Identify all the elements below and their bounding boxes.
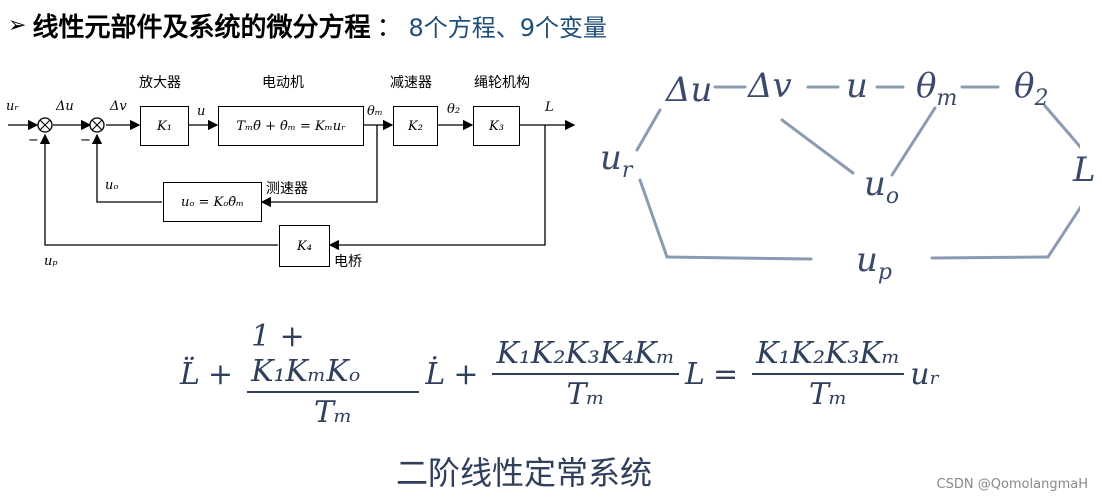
eq-equals: =	[712, 356, 739, 392]
eq-fraction-2: K₁K₂K₃K₄Kₘ Tₘ	[492, 336, 680, 412]
caption-tacho: 测速器	[266, 181, 308, 197]
eq-plus-2: +	[453, 356, 479, 392]
eq-term-ur: uᵣ	[910, 356, 940, 392]
eq-frac2-numerator: K₁K₂K₃K₄Kₘ	[492, 336, 680, 375]
block-k3: K₃	[473, 106, 520, 146]
eq-term-L-dot: L̇	[425, 356, 446, 392]
block-k4: K₄	[279, 225, 330, 267]
minus-sign-2: −	[80, 133, 91, 148]
signal-theta-m: θₘ	[367, 104, 383, 119]
signal-up: uₚ	[44, 254, 58, 269]
minus-sign-1: −	[28, 133, 39, 148]
signal-L: L	[545, 100, 554, 115]
page-title: ➢ 线性元部件及系统的微分方程 ： 8个方程、9个变量	[8, 8, 608, 43]
graph-node-u: u	[846, 66, 868, 106]
watermark: CSDN @QomolangmaH	[936, 477, 1088, 492]
block-k1: K₁	[140, 106, 189, 146]
block-motor: Tₘθ̈ + θ̇ₘ = Kₘuᵣ	[218, 106, 364, 146]
footer-caption: 二阶线性定常系统	[396, 454, 653, 492]
graph-node-theta-m: θm	[916, 66, 958, 111]
graph-node-ur: ur	[600, 138, 633, 183]
eq-frac3-denominator: Tₘ	[808, 377, 848, 412]
header-motor: 电动机	[262, 75, 304, 91]
eq-fraction-1: 1 + K₁KₘKₒ Tₘ	[247, 319, 420, 430]
graph-node-du: Δu	[666, 70, 713, 110]
header-amplifier: 放大器	[139, 75, 181, 91]
eq-frac3-numerator: K₁K₂K₃Kₘ	[752, 336, 905, 375]
block-tacho: uₒ = Kₒθ̇ₘ	[163, 182, 262, 222]
title-rest: 8个方程、9个变量	[408, 13, 608, 42]
eq-frac2-denominator: Tₘ	[566, 377, 605, 412]
block-diagram-lines	[8, 117, 576, 251]
signal-uo: uₒ	[105, 178, 119, 193]
variable-graph-edges	[635, 85, 1080, 261]
graph-node-uo: uo	[864, 164, 900, 209]
graph-node-up: up	[856, 240, 892, 285]
graph-node-theta-2: θ2	[1014, 66, 1049, 111]
signal-ur: uᵣ	[6, 99, 19, 114]
header-reducer: 减速器	[390, 75, 432, 91]
eq-frac1-denominator: Tₘ	[314, 394, 353, 430]
eq-frac1-numerator: 1 + K₁KₘKₒ	[247, 319, 420, 393]
title-colon: ：	[376, 12, 403, 43]
signal-du: Δu	[56, 99, 74, 114]
eq-term-L-ddot: L̈	[180, 356, 200, 392]
differential-equation: L̈ + 1 + K₁KₘKₒ Tₘ L̇ + K₁K₂K₃K₄Kₘ Tₘ L …	[180, 319, 940, 430]
caption-bridge: 电桥	[334, 254, 362, 270]
eq-term-L: L	[685, 356, 705, 392]
signal-u: u	[197, 104, 206, 119]
signal-dv: Δv	[110, 99, 127, 114]
graph-node-L: L	[1073, 150, 1096, 190]
title-bold: 线性元部件及系统的微分方程	[32, 12, 371, 43]
block-k2: K₂	[393, 106, 438, 146]
graph-node-dv: Δv	[748, 66, 792, 106]
arrow-bullet-icon: ➢	[8, 12, 27, 38]
eq-plus-1: +	[207, 356, 234, 392]
signal-theta-2: θ₂	[447, 102, 461, 117]
eq-fraction-3: K₁K₂K₃Kₘ Tₘ	[752, 336, 905, 412]
header-pulley: 绳轮机构	[474, 75, 530, 91]
